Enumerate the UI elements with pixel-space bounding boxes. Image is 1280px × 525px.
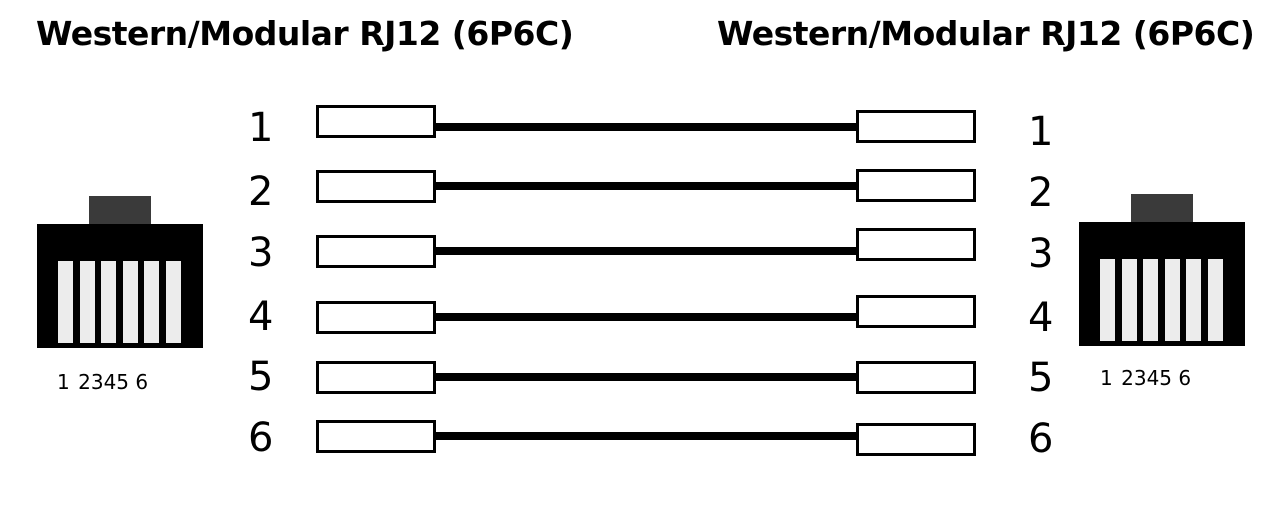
right-pin-terminal — [856, 423, 976, 456]
jack-right-pin-label: 6 — [1178, 366, 1192, 390]
jack-left-contact-3 — [101, 261, 116, 343]
jack-left-pin-labels: 1 2345 6 — [57, 370, 148, 394]
wire — [436, 182, 858, 190]
right-pin-terminal — [856, 295, 976, 328]
left-pin-number: 2 — [248, 169, 274, 215]
jack-right-contact-1 — [1100, 259, 1115, 341]
jack-right-contact-4 — [1165, 259, 1180, 341]
right-pin-terminal — [856, 228, 976, 261]
wire — [436, 247, 858, 255]
left-pin-number: 4 — [248, 294, 274, 340]
jack-left-contact-4 — [123, 261, 138, 343]
right-pin-number: 6 — [1028, 416, 1054, 462]
jack-left-pin-label: 4 — [103, 370, 117, 394]
jack-left-contact-5 — [144, 261, 159, 343]
jack-right-contact-3 — [1143, 259, 1158, 341]
jack-right-pin-label: 1 — [1100, 366, 1113, 390]
wire — [436, 123, 858, 131]
jack-right-body — [1079, 222, 1245, 346]
jack-left-pin-label: 1 — [57, 370, 70, 394]
right-pin-number: 2 — [1028, 170, 1054, 216]
left-pin-terminal — [316, 301, 436, 334]
rj12-jack-left — [37, 196, 203, 348]
left-pin-number: 6 — [248, 415, 274, 461]
jack-right-pin-label: 4 — [1146, 366, 1160, 390]
jack-right-pin-label: 5 — [1159, 366, 1173, 390]
jack-left-latch — [89, 196, 151, 226]
left-pin-number: 5 — [248, 354, 274, 400]
left-pin-terminal — [316, 420, 436, 453]
jack-right-contact-6 — [1208, 259, 1223, 341]
jack-right-contact-2 — [1122, 259, 1137, 341]
title-right: Western/Modular RJ12 (6P6C) — [717, 14, 1255, 53]
jack-left-pin-label: 3 — [90, 370, 104, 394]
left-pin-terminal — [316, 235, 436, 268]
jack-right-pin-label: 3 — [1133, 366, 1147, 390]
jack-left-contact-2 — [80, 261, 95, 343]
jack-left-pin-label: 5 — [116, 370, 130, 394]
left-pin-number: 1 — [248, 105, 274, 151]
jack-left-contact-1 — [58, 261, 73, 343]
jack-left-pin-label: 2 — [78, 370, 91, 394]
right-pin-number: 4 — [1028, 295, 1054, 341]
jack-right-latch — [1131, 194, 1193, 224]
jack-left-body — [37, 224, 203, 348]
left-pin-number: 3 — [248, 230, 274, 276]
left-pin-terminal — [316, 105, 436, 138]
left-pin-terminal — [316, 170, 436, 203]
left-pin-terminal — [316, 361, 436, 394]
right-pin-number: 5 — [1028, 355, 1054, 401]
jack-right-pin-labels: 1 2345 6 — [1100, 366, 1191, 390]
right-pin-terminal — [856, 361, 976, 394]
jack-left-contact-6 — [166, 261, 181, 343]
title-left: Western/Modular RJ12 (6P6C) — [36, 14, 574, 53]
right-pin-terminal — [856, 110, 976, 143]
right-pin-number: 3 — [1028, 231, 1054, 277]
wire — [436, 373, 858, 381]
right-pin-number: 1 — [1028, 109, 1054, 155]
right-pin-terminal — [856, 169, 976, 202]
jack-right-pin-label: 2 — [1121, 366, 1134, 390]
rj12-jack-right — [1079, 194, 1245, 346]
jack-right-contact-5 — [1186, 259, 1201, 341]
wire — [436, 313, 858, 321]
wire — [436, 432, 858, 440]
jack-left-pin-label: 6 — [135, 370, 149, 394]
